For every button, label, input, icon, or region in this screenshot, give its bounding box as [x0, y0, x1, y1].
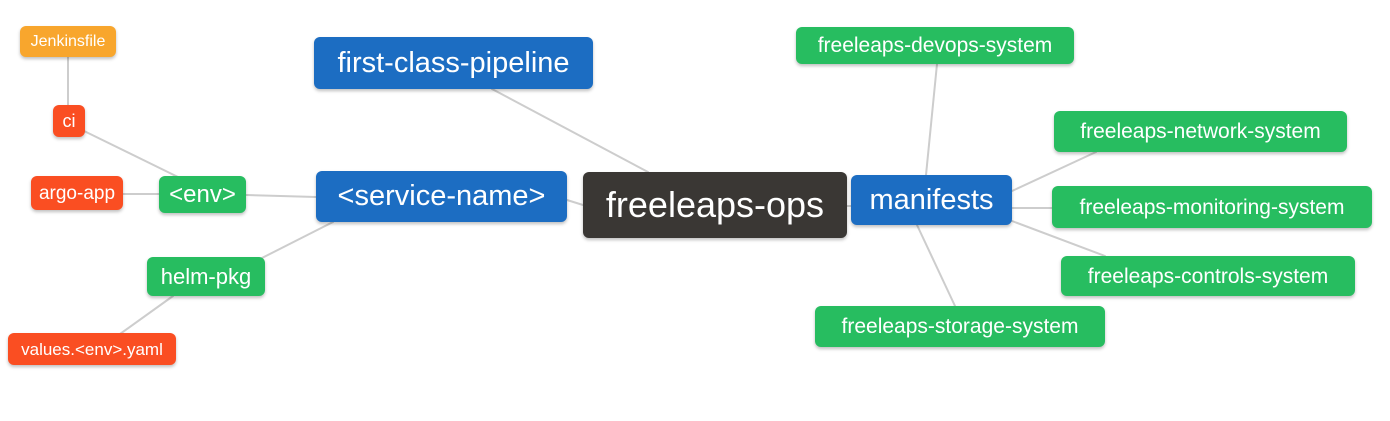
- node-argo-app[interactable]: argo-app: [31, 176, 123, 210]
- node-freeleaps-network-system[interactable]: freeleaps-network-system: [1054, 111, 1347, 152]
- edge-manifests-to-freeleaps-storage-system: [916, 224, 956, 307]
- edge-service-name-to-helm-pkg: [257, 221, 334, 261]
- node-freeleaps-controls-system[interactable]: freeleaps-controls-system: [1061, 256, 1355, 296]
- edge-helm-pkg-to-values-env-yaml: [119, 295, 174, 335]
- node-freeleaps-storage-system[interactable]: freeleaps-storage-system: [815, 306, 1105, 347]
- node-freeleaps-ops[interactable]: freeleaps-ops: [583, 172, 847, 238]
- node-service-name[interactable]: <service-name>: [316, 171, 567, 222]
- node-jenkinsfile[interactable]: Jenkinsfile: [20, 26, 116, 57]
- edge-first-class-pipeline-to-freeleaps-ops: [491, 88, 649, 173]
- edge-ci-to-env: [81, 129, 181, 179]
- node-freeleaps-monitoring-system[interactable]: freeleaps-monitoring-system: [1052, 186, 1372, 228]
- node-freeleaps-devops-system[interactable]: freeleaps-devops-system: [796, 27, 1074, 64]
- node-env[interactable]: <env>: [159, 176, 246, 213]
- node-first-class-pipeline[interactable]: first-class-pipeline: [314, 37, 593, 89]
- node-manifests[interactable]: manifests: [851, 175, 1012, 225]
- edge-env-to-service-name: [245, 194, 317, 198]
- edge-service-name-to-freeleaps-ops: [566, 199, 584, 206]
- node-ci[interactable]: ci: [53, 105, 85, 137]
- edge-manifests-to-freeleaps-devops-system: [925, 63, 938, 176]
- node-helm-pkg[interactable]: helm-pkg: [147, 257, 265, 296]
- node-values-env-yaml[interactable]: values.<env>.yaml: [8, 333, 176, 365]
